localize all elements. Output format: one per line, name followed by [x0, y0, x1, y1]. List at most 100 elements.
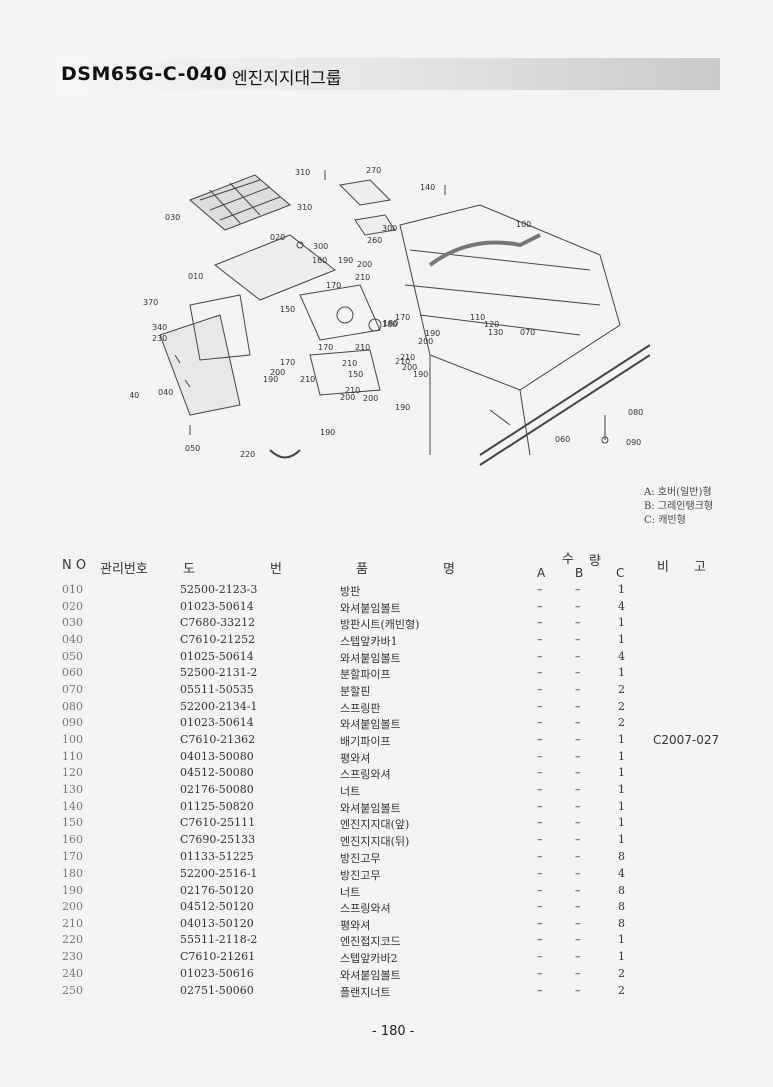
svg-text:200: 200	[340, 393, 355, 402]
svg-text:170: 170	[326, 281, 341, 290]
svg-text:080: 080	[628, 408, 643, 417]
svg-text:200: 200	[402, 363, 417, 372]
header-name-myeong: 명	[443, 562, 455, 577]
svg-text:140: 140	[420, 183, 435, 192]
svg-text:010: 010	[188, 272, 203, 281]
svg-text:150: 150	[348, 370, 363, 379]
svg-text:190: 190	[263, 375, 278, 384]
svg-text:190: 190	[320, 428, 335, 437]
svg-text:190: 190	[338, 256, 353, 265]
svg-text:310: 310	[295, 168, 310, 177]
svg-text:100: 100	[516, 220, 531, 229]
svg-text:180: 180	[383, 319, 398, 328]
svg-text:160: 160	[312, 256, 327, 265]
header-no: N O	[62, 558, 87, 573]
svg-text:200: 200	[270, 368, 285, 377]
svg-text:200: 200	[363, 394, 378, 403]
svg-text:060: 060	[555, 435, 570, 444]
svg-text:220: 220	[240, 450, 255, 459]
title-banner	[58, 58, 720, 90]
svg-text:210: 210	[342, 359, 357, 368]
model-legend: A: 호버(일반)형 B: 그레인탱크형 C: 캐빈형	[644, 486, 713, 528]
svg-text:210: 210	[345, 386, 360, 395]
svg-text:020: 020	[270, 233, 285, 242]
svg-text:200: 200	[418, 337, 433, 346]
svg-text:200: 200	[357, 260, 372, 269]
svg-text:150: 150	[280, 305, 295, 314]
svg-text:040: 040	[158, 388, 173, 397]
svg-text:190: 190	[395, 403, 410, 412]
header-name-pum: 품	[356, 562, 368, 577]
svg-text:030: 030	[165, 213, 180, 222]
svg-text:190: 190	[413, 370, 428, 379]
svg-text:180: 180	[382, 320, 397, 329]
legend-item: B: 그레인탱크형	[644, 501, 714, 512]
svg-text:370: 370	[143, 298, 158, 307]
exploded-parts-diagram: 310 270 140 310 300 260 030 020 300 100 …	[130, 166, 650, 466]
svg-text:120: 120	[484, 320, 499, 329]
header-drawing-do: 도	[183, 562, 195, 577]
group-title: 엔진지지대그룹	[232, 69, 342, 89]
svg-text:170: 170	[280, 358, 295, 367]
svg-text:050: 050	[185, 444, 200, 453]
svg-text:110: 110	[470, 313, 485, 322]
svg-text:210: 210	[355, 273, 370, 282]
diagram-callouts: 310 270 140 310 300 260 030 020 300 100 …	[130, 166, 643, 459]
svg-text:130: 130	[488, 328, 503, 337]
header-col-b: B	[575, 566, 584, 580]
svg-text:270: 270	[366, 166, 381, 175]
header-qty-ryang: 량	[589, 554, 601, 569]
svg-text:210: 210	[355, 343, 370, 352]
svg-text:210: 210	[400, 353, 415, 362]
svg-text:090: 090	[626, 438, 641, 447]
header-remark-go: 고	[694, 560, 706, 575]
svg-text:170: 170	[395, 313, 410, 322]
header-remark-bi: 비	[657, 560, 669, 575]
svg-text:310: 310	[297, 203, 312, 212]
page-number: - 180 -	[372, 1024, 415, 1039]
group-code: DSM65G-C-040	[61, 63, 228, 85]
svg-text:170: 170	[318, 343, 333, 352]
legend-item: C: 캐빈형	[644, 515, 686, 526]
header-col-a: A	[537, 566, 546, 580]
svg-text:070: 070	[520, 328, 535, 337]
svg-text:240: 240	[130, 391, 139, 400]
svg-text:300: 300	[382, 224, 397, 233]
svg-text:300: 300	[313, 242, 328, 251]
legend-item: A: 호버(일반)형	[644, 487, 712, 498]
svg-text:230: 230	[152, 334, 167, 343]
header-qty-su: 수	[562, 552, 574, 567]
header-management-no: 관리번호	[100, 562, 148, 577]
svg-text:260: 260	[367, 236, 382, 245]
svg-text:210: 210	[300, 375, 315, 384]
header-drawing-beon: 번	[270, 562, 282, 577]
header-col-c: C	[616, 566, 625, 580]
svg-text:210: 210	[395, 357, 410, 366]
svg-text:340: 340	[152, 323, 167, 332]
